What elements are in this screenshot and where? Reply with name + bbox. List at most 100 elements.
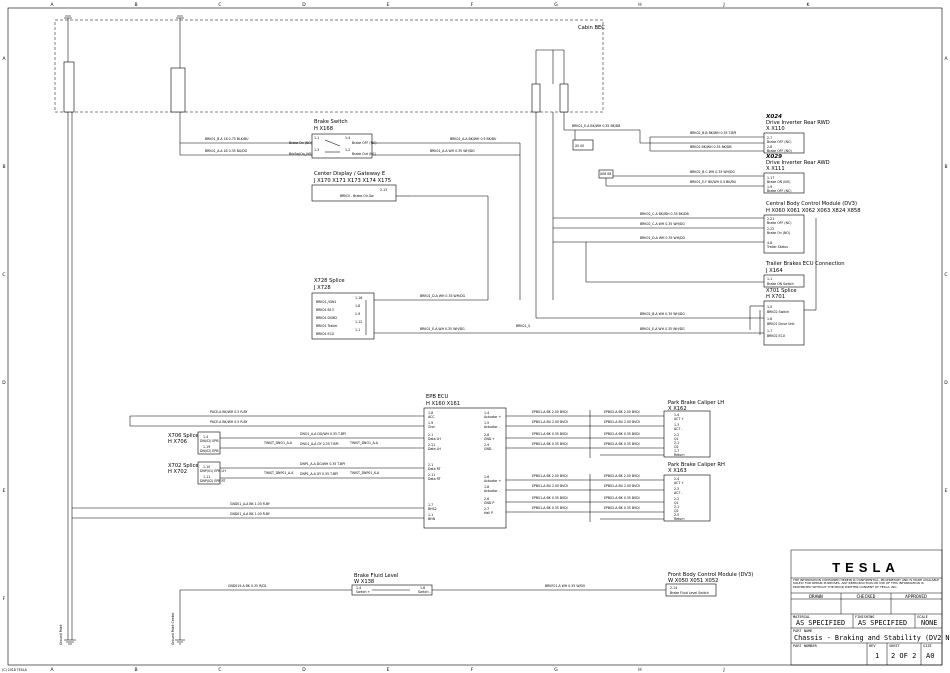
x702-pin-1: 1-10 <box>203 465 210 469</box>
x706-label-2: DN(02) EPB <box>200 449 219 453</box>
svg-text:BRK01_E-A WH 0.35 WH/DG: BRK01_E-A WH 0.35 WH/DG <box>640 327 685 331</box>
x706-sub: H X706 <box>168 439 187 445</box>
grid-row-c-r: C <box>944 272 947 278</box>
pbc-lh-pin-2: 2-2 <box>674 433 679 437</box>
cbc-pin-2: 2-22 <box>767 227 774 231</box>
pbc-lh-label-0: ACT + <box>674 417 684 421</box>
svg-text:BRK02_B-B BK/WH 0.35 T-B: BRK02_B-B BK/WH 0.35 T-BPI <box>690 131 736 135</box>
di-awd-label-2: Brake OFF (NC) <box>767 189 791 193</box>
pbc-rh-sub: X X163 <box>668 468 687 474</box>
rev-value: 1 <box>875 652 879 660</box>
checked-label: CHECKED <box>857 594 876 600</box>
x702-sub: H X702 <box>168 469 187 475</box>
svg-text:BRK01_D-A WH 0.35 WH/DG: BRK01_D-A WH 0.35 WH/DG <box>640 236 686 240</box>
drive-inverter-rwd-module: X024 Drive Inverter Rear RWD X X110 2-7 … <box>763 114 830 154</box>
x702-pin-2: 1-11 <box>203 475 210 479</box>
grid-col-c-b: C <box>218 667 221 673</box>
svg-text:DNO1_A-A GY 0.35 T-BPI: DNO1_A-A GY 0.35 T-BPI <box>300 442 339 446</box>
svg-text:BRK01_A-A BK/WH 0.5 BK/B: BRK01_A-A BK/WH 0.5 BK/BU <box>450 137 497 141</box>
cbc-module: Central Body Control Module (DV3) H X060… <box>763 201 861 254</box>
svg-text:GND019-A BK 0.35 R/D1: GND019-A BK 0.35 R/D1 <box>228 584 267 588</box>
sheet-label: SHEET <box>889 644 901 648</box>
pbc-rh-pin-0: 2-4 <box>674 477 679 481</box>
pbc-lh-label-4: Return <box>674 453 685 457</box>
di-awd-pin-1: 1-17 <box>767 176 774 180</box>
fuse-2 <box>170 15 186 113</box>
grid-row-a: A <box>2 56 6 62</box>
grid-col-k: K <box>807 2 811 8</box>
grid-col-a-b: A <box>50 667 54 673</box>
epb-rlabel-1: Actuator - <box>484 425 500 429</box>
fluid-sub: W X138 <box>354 579 374 585</box>
x728-pin-2: 1-8 <box>355 304 360 308</box>
brake-switch-module: Brake Switch H X168 1-1 1-3 1-4 1-2 Brak… <box>289 119 376 159</box>
epb-llabel-4: Data RT <box>428 467 441 471</box>
part-name-value: Chassis - Braking and Stability (DV2 NOU <box>794 634 950 642</box>
x728-label-3: BRK01 DSIB2 <box>316 316 337 320</box>
fluid-pin-2: 1-6 <box>420 586 425 590</box>
x706-pin-1: 1-4 <box>203 435 208 439</box>
svg-text:BRK02_C-A BK/WH 0.35 BK/: BRK02_C-A BK/WH 0.35 BK/DB <box>640 212 689 216</box>
trailer-ecu-module: Trailer Brakes ECU Connection J X164 1-1… <box>763 261 845 288</box>
svg-text:X08 08: X08 08 <box>600 172 611 176</box>
grid-col-d-b: D <box>302 667 306 673</box>
grid-col-b-b: B <box>134 667 137 673</box>
svg-text:PACE-A BK/WH 0.5 R-BY: PACE-A BK/WH 0.5 R-BY <box>210 420 247 424</box>
svg-text:BRK01_E-A WH 0.35 WH/DG: BRK01_E-A WH 0.35 WH/DG <box>420 327 465 331</box>
x702-title: X702 Splice <box>168 463 199 469</box>
cabin-bec-label: Cabin BEC <box>578 25 605 31</box>
pbc-lh-pin-3: 2-1 <box>674 441 679 445</box>
fbc-label-1: Brake Fluid Level Switch <box>670 591 709 595</box>
size-value: A0 <box>926 652 934 660</box>
grid-col-j-b: J <box>722 667 724 673</box>
x728-pin-4: 1-12 <box>355 320 362 324</box>
fluid-label-2: Switch - <box>418 590 431 594</box>
fluid-level-wires: GND019-A BK 0.35 R/D1 BRKF01-A WH 0.35 W… <box>179 584 668 628</box>
fbc-pin-1: 2-14 <box>670 586 677 590</box>
svg-text:X0 00: X0 00 <box>575 144 584 148</box>
epb-llabel-0: ACC <box>428 415 435 419</box>
bs-label-3: Brake Out (NC) <box>352 152 376 156</box>
grid-col-b: B <box>134 2 137 8</box>
grid-row-d: D <box>2 380 6 386</box>
pbc-rh-label-4: Return <box>674 517 685 521</box>
grid-row-e-r: E <box>945 488 948 494</box>
fluid-title: Brake Fluid Level <box>354 573 398 579</box>
pbc-rh-label-2: Q1 <box>674 501 679 505</box>
pbc-rh-pin-4: 2-5 <box>674 513 679 517</box>
svg-text:DNP1_A-A GY 0.35 T-BPI: DNP1_A-A GY 0.35 T-BPI <box>300 472 338 476</box>
svg-text:EPB01-A BK 0.35 BVDI: EPB01-A BK 0.35 BVDI <box>532 506 568 510</box>
drawn-label: DRAWN <box>809 594 823 600</box>
ground-2-label: Ground Point Center <box>171 612 175 645</box>
scale-value: NONE <box>921 619 937 627</box>
epb-rlabel-7: Hall P <box>484 511 493 515</box>
tesla-logo: TESLA <box>832 560 900 575</box>
di-rwd-label-2: Brake OFF (NO) <box>767 149 792 153</box>
cbc-label-2: Brake On (NO) <box>767 231 790 235</box>
pbc-lh-label-1: ACT - <box>674 427 682 431</box>
epb-llabel-2: Data LH <box>428 437 441 441</box>
trailer-label-1: Brake ON Switch <box>767 282 794 286</box>
svg-text:EPB01-A BK 2.00 BVDI: EPB01-A BK 2.00 BVDI <box>532 410 568 414</box>
fbc-title: Front Body Control Module (DV3) <box>668 572 753 578</box>
fbc-module: Front Body Control Module (DV3) W X050 X… <box>665 572 753 597</box>
grid-col-f: F <box>471 2 474 8</box>
pbc-lh-pin-4: 1-7 <box>674 449 679 453</box>
cbc-sub: H X060 X061 X062 X063 X824 X858 <box>766 208 861 214</box>
svg-text:DNO1_A-A DG/WH 0.35 T-BP: DNO1_A-A DG/WH 0.35 T-BPI <box>300 432 346 436</box>
pbc-lh-pin-0: 1-4 <box>674 413 679 417</box>
epb-right-wires: EPB01-A BK 2.00 BVDI EPB01-A BU 2.00 BVD… <box>506 410 664 522</box>
svg-text:BRK02_C-A WH 0.35 WH/DG: BRK02_C-A WH 0.35 WH/DG <box>640 222 685 226</box>
twist-3-label: TWIST_DNP01_K-A <box>349 471 380 475</box>
svg-text:BRK01_E-A BK/WH 0.35 BK/: BRK01_E-A BK/WH 0.35 BK/DB <box>572 124 620 128</box>
svg-text:DNP1_A-A DG/WH 0.35 T-BP: DNP1_A-A DG/WH 0.35 T-BPI <box>300 462 345 466</box>
epb-right-pins: 1-4 Actuator + 1-5 Actuator - 2-8 GND + … <box>484 411 502 515</box>
epb-left-pins: 1-8 ACC 1-9 Gnd 2-1 Data LH 2-11 Data LH… <box>428 411 441 521</box>
di-rwd-id: X024 <box>765 114 782 120</box>
epb-title: EPB ECU <box>426 394 449 400</box>
grid-col-a: A <box>50 2 54 8</box>
finishing-label: FINISHING <box>855 615 874 619</box>
bs-pin-3: 1-4 <box>345 136 350 140</box>
epb-left-wires: PACE-A BK/WH 0.5 R-BY PACE-A BK/WH 0.5 R… <box>72 410 424 519</box>
x728-title: X728 Splice <box>314 278 345 284</box>
